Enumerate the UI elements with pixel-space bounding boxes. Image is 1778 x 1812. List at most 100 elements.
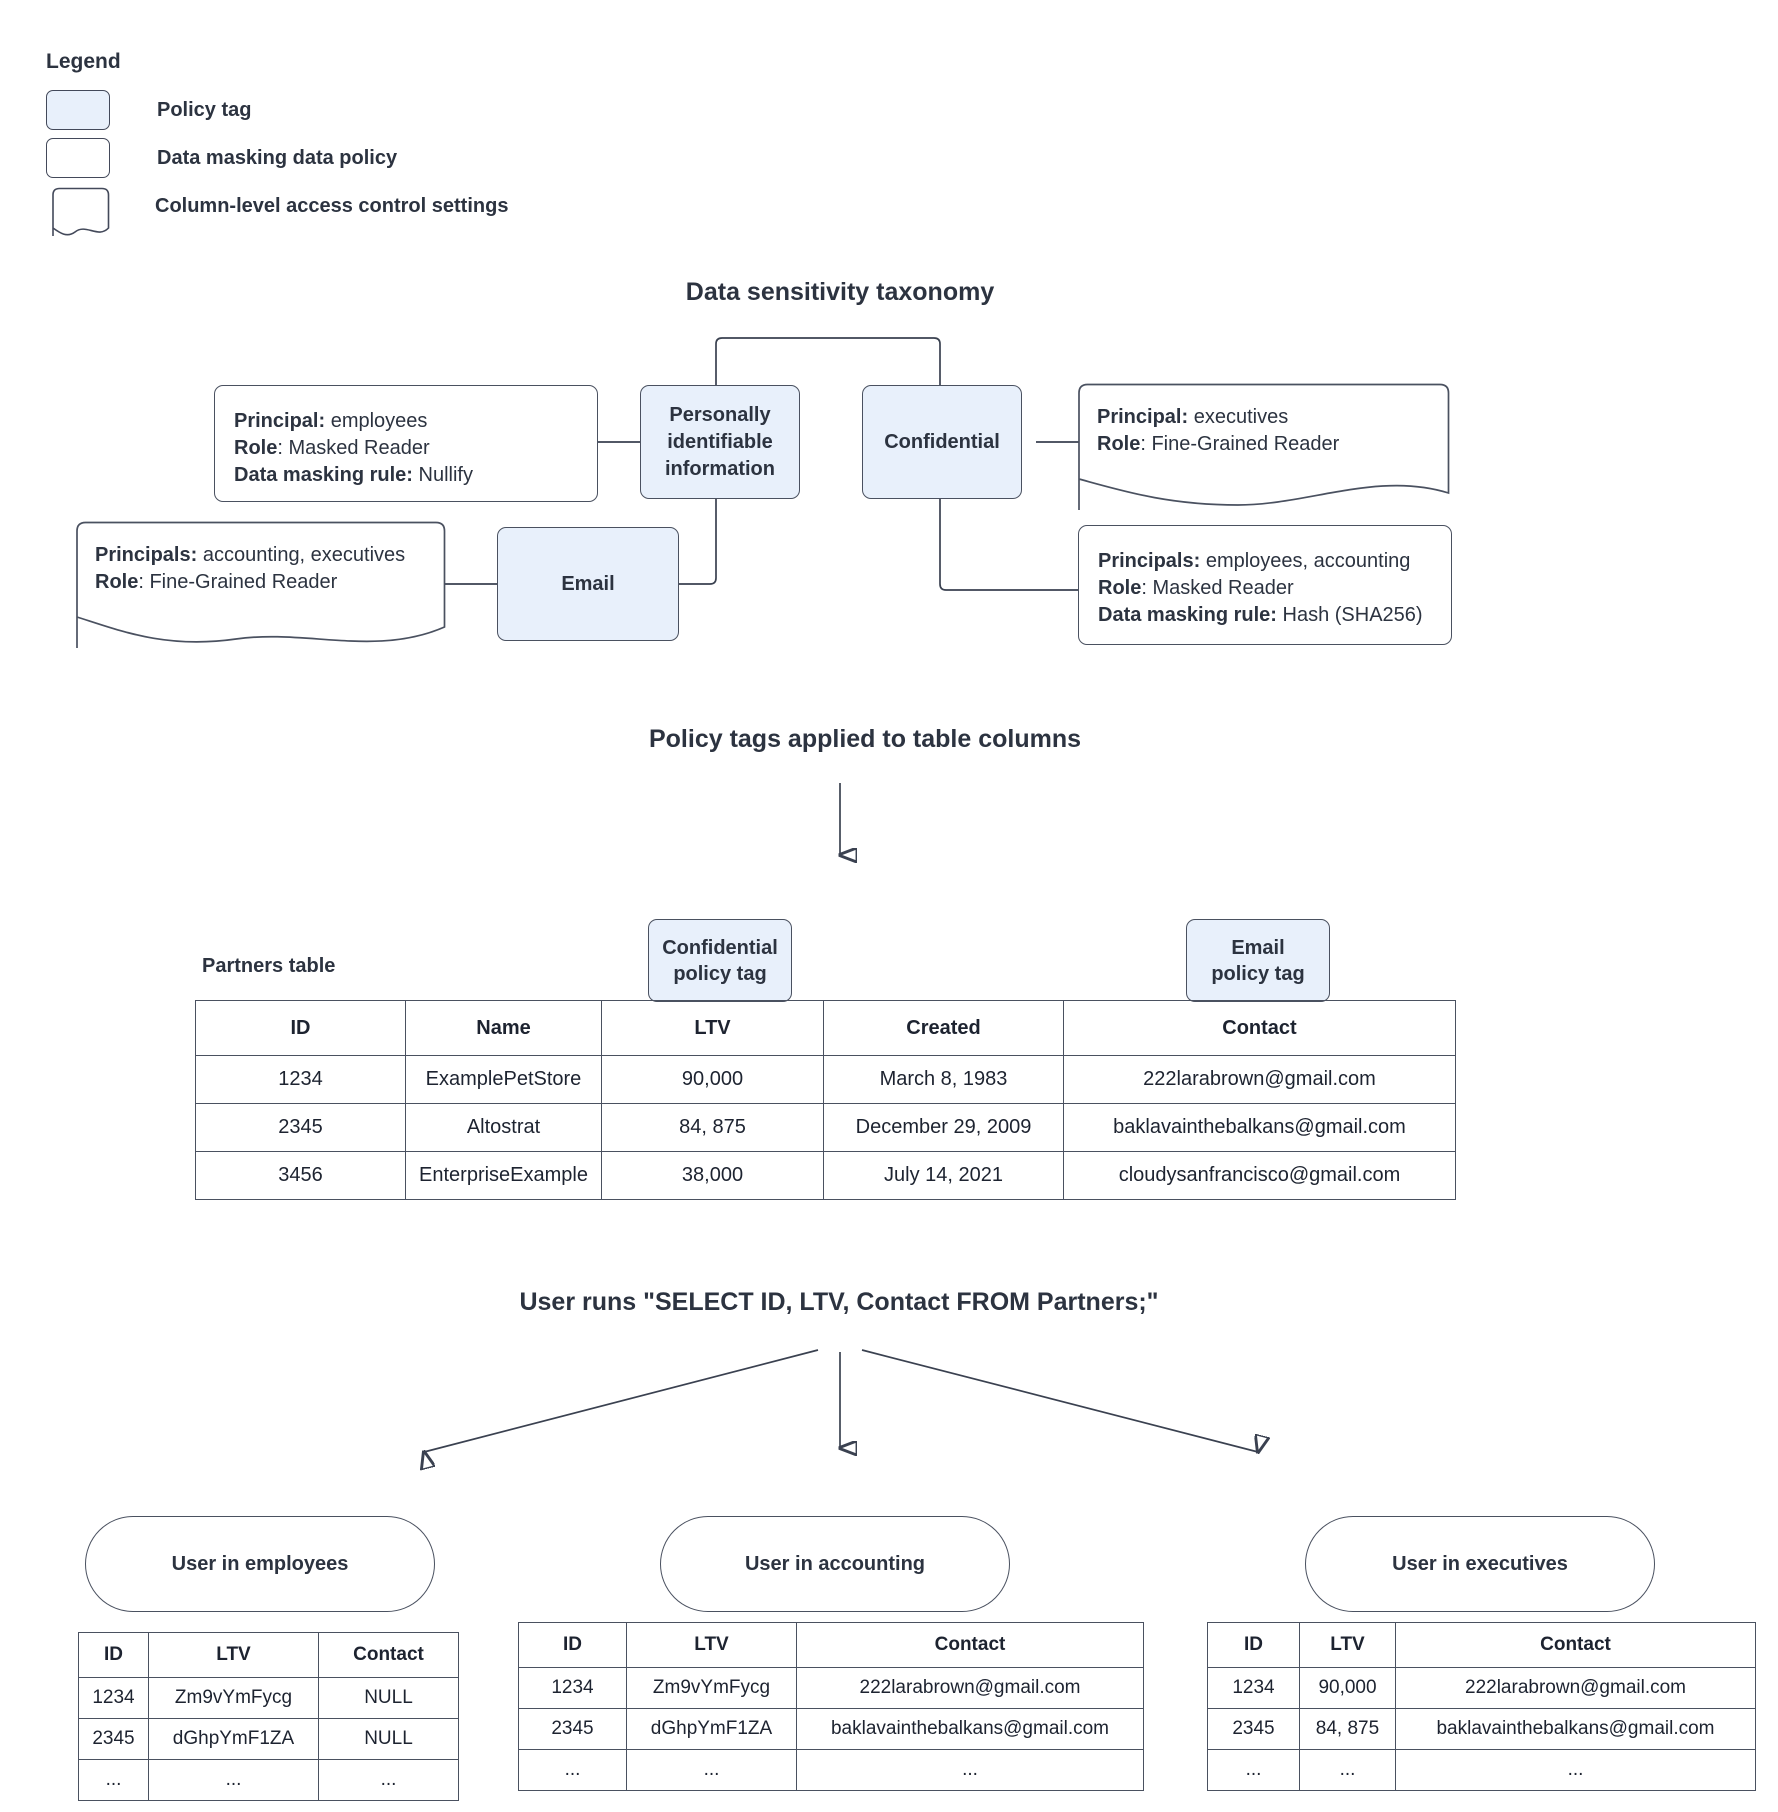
table-header-row: ID LTV Contact [1207, 1622, 1756, 1668]
column-tag-confidential[interactable]: Confidential policy tag [648, 919, 792, 1002]
cell-ltv: ... [1299, 1749, 1396, 1791]
policy-tag-swatch [46, 90, 110, 130]
conf-role-row: Role: Fine-Grained Reader [1097, 431, 1339, 458]
cell-id: 2345 [518, 1708, 627, 1750]
policy-tag-pii-label: Personally identifiable information [665, 403, 775, 480]
column-tag-confidential-line1: Confidential [662, 936, 778, 959]
column-tag-confidential-line2: policy tag [673, 962, 767, 985]
legend-title: Legend [46, 50, 121, 73]
email-role-label: Role [95, 571, 139, 593]
conf-role-label: Role [1097, 433, 1141, 455]
table-row: 2345 84, 875 baklavainthebalkans@gmail.c… [1207, 1708, 1756, 1750]
policy-tag-pii[interactable]: Personally identifiable information [640, 385, 800, 499]
confidential-access-text: Principal: executives Role: Fine-Grained… [1097, 404, 1339, 458]
cell-contact: 222larabrown@gmail.com [1395, 1667, 1756, 1709]
cell-id: 1234 [195, 1055, 406, 1104]
pii-principal-row: Principal: employees [234, 408, 427, 435]
cell-contact: baklavainthebalkans@gmail.com [1395, 1708, 1756, 1750]
result-table-employees: ID LTV Contact 1234 Zm9vYmFycg NULL 2345… [78, 1632, 459, 1801]
query-fanout-arrows [0, 1349, 1778, 1500]
cell-name: EnterpriseExample [405, 1151, 602, 1200]
table-header-row: ID LTV Contact [518, 1622, 1144, 1668]
pii-rule-value: Nullify [412, 464, 473, 486]
pii-principal-label: Principal: [234, 410, 326, 432]
column-header-id: ID [1207, 1622, 1300, 1668]
table-row: 1234 ExamplePetStore 90,000 March 8, 198… [195, 1055, 1456, 1104]
confmask-principals-label: Principals: [1098, 550, 1201, 572]
conf-principal-value: executives [1188, 406, 1289, 428]
cell-id: 2345 [1207, 1708, 1300, 1750]
data-masking-policy-pii: Principal: employees Role: Masked Reader… [214, 385, 598, 502]
taxonomy-connectors [442, 337, 1082, 591]
cell-id: 1234 [78, 1677, 149, 1719]
confmask-rule-label: Data masking rule: [1098, 604, 1277, 626]
pii-role-row: Role: Masked Reader [234, 435, 430, 462]
cell-id: 1234 [1207, 1667, 1300, 1709]
conf-role-value: : Fine-Grained Reader [1140, 433, 1340, 455]
pii-role-label: Role [234, 437, 278, 459]
column-access-settings-confidential: Principal: executives Role: Fine-Grained… [1078, 383, 1450, 511]
pii-role-value: : Masked Reader [277, 437, 430, 459]
column-header-id: ID [518, 1622, 627, 1668]
table-row: 1234 90,000 222larabrown@gmail.com [1207, 1667, 1756, 1709]
cell-created: July 14, 2021 [823, 1151, 1064, 1200]
cell-contact: 222larabrown@gmail.com [1063, 1055, 1456, 1104]
data-masking-policy-confidential: Principals: employees, accounting Role: … [1078, 525, 1452, 645]
persona-executives[interactable]: User in executives [1305, 1516, 1655, 1612]
cell-id: ... [518, 1749, 627, 1791]
cell-contact: baklavainthebalkans@gmail.com [796, 1708, 1144, 1750]
conf-principal-row: Principal: executives [1097, 404, 1339, 431]
policy-tag-email-label: Email [561, 572, 615, 595]
table-row: 2345 dGhpYmF1ZA NULL [78, 1718, 459, 1760]
policy-tag-email[interactable]: Email [497, 527, 679, 641]
cell-ltv: Zm9vYmFycg [626, 1667, 797, 1709]
cell-ltv: 84, 875 [1299, 1708, 1396, 1750]
confmask-role-value: : Masked Reader [1141, 577, 1294, 599]
cell-ltv: 38,000 [601, 1151, 824, 1200]
persona-employees[interactable]: User in employees [85, 1516, 435, 1612]
cell-contact: ... [796, 1749, 1144, 1791]
applied-title: Policy tags applied to table columns [648, 725, 1082, 753]
persona-accounting[interactable]: User in accounting [660, 1516, 1010, 1612]
confmask-rule-value: Hash (SHA256) [1276, 604, 1423, 626]
cell-ltv: 90,000 [1299, 1667, 1396, 1709]
table-header-row: ID Name LTV Created Contact [195, 1000, 1456, 1056]
column-tag-email-line2: policy tag [1211, 962, 1305, 985]
cell-ltv: ... [626, 1749, 797, 1791]
cell-id: 2345 [78, 1718, 149, 1760]
cell-id: 3456 [195, 1151, 406, 1200]
table-row: 1234 Zm9vYmFycg NULL [78, 1677, 459, 1719]
legend-item-label: Data masking data policy [157, 146, 398, 169]
cell-contact: ... [318, 1759, 459, 1801]
email-role-row: Role: Fine-Grained Reader [95, 569, 405, 596]
partners-table-caption: Partners table [202, 955, 336, 977]
confmask-principals-row: Principals: employees, accounting [1098, 548, 1410, 575]
table-row: 2345 Altostrat 84, 875 December 29, 2009… [195, 1103, 1456, 1152]
email-role-value: : Fine-Grained Reader [138, 571, 338, 593]
column-access-swatch [46, 187, 110, 236]
table-row: 3456 EnterpriseExample 38,000 July 14, 2… [195, 1151, 1456, 1200]
email-principals-label: Principals: [95, 544, 198, 566]
table-row: ... ... ... [1207, 1749, 1756, 1791]
legend-item-label: Policy tag [157, 98, 252, 121]
table-row: ... ... ... [518, 1749, 1144, 1791]
persona-executives-label: User in executives [1392, 1552, 1568, 1575]
column-header-contact: Contact [1063, 1000, 1456, 1056]
column-header-id: ID [78, 1632, 149, 1678]
column-header-ltv: LTV [148, 1632, 319, 1678]
column-header-contact: Contact [318, 1632, 459, 1678]
cell-ltv: dGhpYmF1ZA [148, 1718, 319, 1760]
legend-item-column-access: Column-level access control settings [46, 182, 508, 236]
column-header-name: Name [405, 1000, 602, 1056]
cell-contact: NULL [318, 1718, 459, 1760]
column-tag-email[interactable]: Email policy tag [1186, 919, 1330, 1002]
persona-accounting-label: User in accounting [744, 1552, 926, 1575]
pii-rule-label: Data masking rule: [234, 464, 413, 486]
table-row: 2345 dGhpYmF1ZA baklavainthebalkans@gmai… [518, 1708, 1144, 1750]
conf-principal-label: Principal: [1097, 406, 1189, 428]
cell-id: ... [78, 1759, 149, 1801]
persona-employees-label: User in employees [171, 1552, 349, 1575]
column-header-ltv: LTV [1299, 1622, 1396, 1668]
result-table-executives: ID LTV Contact 1234 90,000 222larabrown@… [1207, 1622, 1756, 1791]
policy-tag-confidential[interactable]: Confidential [862, 385, 1022, 499]
